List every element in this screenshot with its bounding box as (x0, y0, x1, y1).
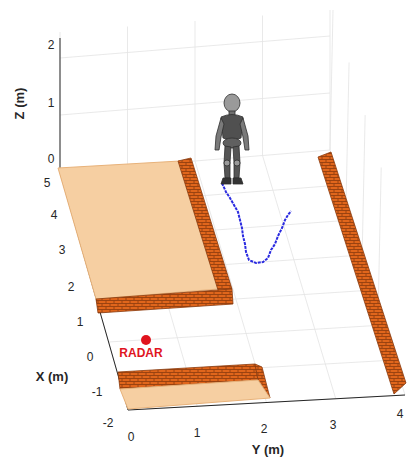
grid-line (346, 63, 349, 203)
floor-block (120, 380, 270, 409)
brick-wall (178, 158, 232, 290)
tick-label: -2 (103, 417, 114, 429)
brick-wall (96, 289, 233, 313)
grid-line (127, 27, 128, 167)
tick-label: 3 (59, 244, 66, 256)
radar-marker (141, 335, 151, 345)
grid-line (60, 36, 330, 58)
tick-label: 1 (194, 427, 201, 439)
brick-wall (318, 152, 406, 394)
axis-title: Y (m) (252, 443, 284, 456)
grid-line (262, 16, 263, 156)
grid-line (330, 10, 333, 150)
tick-label: 1 (48, 97, 55, 109)
axis-title: Z (m) (14, 87, 27, 119)
grid-line (263, 156, 336, 399)
axis-line (60, 38, 61, 172)
grid-line (362, 115, 365, 255)
tick-label: 0 (128, 431, 135, 443)
tick-label: 5 (44, 177, 51, 189)
trajectory (222, 183, 291, 263)
tick-label: 1 (77, 316, 84, 328)
tick-label: 0 (87, 351, 94, 363)
tick-label: 2 (261, 423, 268, 435)
tick-label: 4 (397, 408, 404, 420)
axis-title: X (m) (36, 370, 69, 383)
tick-label: -1 (92, 386, 103, 398)
tick-label: 4 (51, 209, 58, 221)
tick-label: 2 (68, 281, 75, 293)
tick-label: 3 (330, 419, 337, 431)
tick-label: 0 (48, 153, 55, 165)
tick-label: 2 (48, 39, 55, 51)
radar-label: RADAR (119, 347, 162, 359)
grid-line (378, 168, 381, 308)
grid-line (60, 32, 61, 172)
grid-line (60, 93, 330, 115)
person-figure (215, 94, 249, 184)
grid-line (195, 21, 196, 161)
